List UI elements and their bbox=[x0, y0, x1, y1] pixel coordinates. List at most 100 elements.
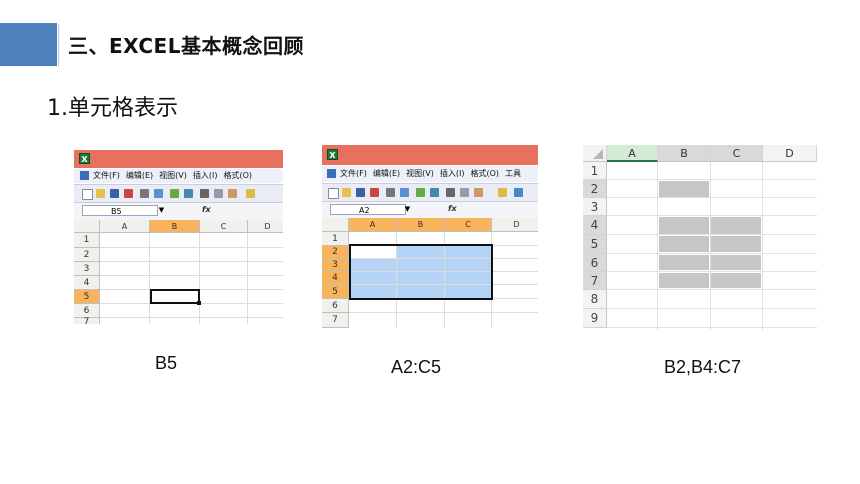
fill-handle[interactable] bbox=[197, 301, 201, 305]
row-header-3[interactable]: 3 bbox=[74, 262, 100, 276]
paste-icon[interactable] bbox=[228, 189, 237, 198]
row-header-5[interactable]: 5 bbox=[322, 285, 349, 299]
save-icon[interactable] bbox=[356, 188, 365, 197]
row-header-6[interactable]: 6 bbox=[583, 254, 607, 272]
format-painter-icon[interactable] bbox=[498, 188, 507, 197]
fx-icon[interactable]: fx bbox=[202, 205, 211, 214]
row-header-5[interactable]: 5 bbox=[583, 235, 607, 254]
column-header-b[interactable]: B bbox=[397, 218, 445, 232]
window-titlebar: X bbox=[322, 145, 538, 165]
column-header-d[interactable]: D bbox=[248, 220, 283, 233]
permission-icon[interactable] bbox=[370, 188, 379, 197]
selected-cell-b7[interactable] bbox=[659, 273, 709, 288]
spelling-icon[interactable] bbox=[416, 188, 425, 197]
menu-item-insert[interactable]: 插入(I) bbox=[192, 171, 218, 180]
print-preview-icon[interactable] bbox=[400, 188, 409, 197]
row-header-9[interactable]: 9 bbox=[583, 309, 607, 328]
row-header-5[interactable]: 5 bbox=[74, 290, 100, 304]
window-titlebar: X bbox=[74, 150, 283, 168]
print-icon[interactable] bbox=[386, 188, 395, 197]
research-icon[interactable] bbox=[184, 189, 193, 198]
active-cell-b5[interactable] bbox=[150, 289, 200, 304]
column-header-b[interactable]: B bbox=[658, 145, 711, 162]
chevron-down-icon[interactable]: ▼ bbox=[158, 206, 165, 214]
grid-line bbox=[396, 232, 397, 328]
menu-item-view[interactable]: 视图(V) bbox=[406, 169, 434, 178]
row-header-7[interactable]: 7 bbox=[583, 272, 607, 290]
selected-cell-c4[interactable] bbox=[711, 217, 761, 234]
excel-app-icon: X bbox=[79, 153, 90, 164]
format-painter-icon[interactable] bbox=[246, 189, 255, 198]
name-box[interactable]: A2 bbox=[330, 204, 406, 215]
caption-a2-c5: A2:C5 bbox=[391, 357, 442, 377]
row-header-3[interactable]: 3 bbox=[322, 259, 349, 272]
menu-item-edit[interactable]: 编辑(E) bbox=[125, 171, 154, 180]
column-header-b[interactable]: B bbox=[150, 220, 200, 233]
print-icon[interactable] bbox=[140, 189, 149, 198]
fx-icon[interactable]: fx bbox=[448, 204, 457, 213]
corner-select-all[interactable] bbox=[74, 220, 100, 233]
column-header-d[interactable]: D bbox=[492, 218, 538, 232]
column-header-d[interactable]: D bbox=[763, 145, 817, 162]
row-header-7[interactable]: 7 bbox=[74, 318, 100, 324]
caption-b2-b4-c7: B2,B4:C7 bbox=[664, 357, 742, 377]
row-header-6[interactable]: 6 bbox=[74, 304, 100, 318]
name-box[interactable]: B5 bbox=[82, 205, 158, 216]
spelling-icon[interactable] bbox=[170, 189, 179, 198]
menu-item-format[interactable]: 格式(O) bbox=[470, 169, 500, 178]
row-header-4[interactable]: 4 bbox=[583, 216, 607, 235]
column-header-a[interactable]: A bbox=[607, 145, 658, 162]
copy-icon[interactable] bbox=[460, 188, 469, 197]
copy-icon[interactable] bbox=[214, 189, 223, 198]
new-file-icon[interactable] bbox=[328, 188, 339, 199]
row-header-4[interactable]: 4 bbox=[74, 276, 100, 290]
open-folder-icon[interactable] bbox=[96, 189, 105, 198]
row-header-2[interactable]: 2 bbox=[322, 246, 349, 259]
row-header-3[interactable]: 3 bbox=[583, 198, 607, 216]
column-header-a[interactable]: A bbox=[349, 218, 397, 232]
row-header-4[interactable]: 4 bbox=[322, 272, 349, 285]
chevron-down-icon[interactable]: ▼ bbox=[404, 205, 411, 213]
row-header-1[interactable]: 1 bbox=[74, 233, 100, 248]
menu-item-view[interactable]: 视图(V) bbox=[159, 171, 187, 180]
grid-line bbox=[349, 271, 538, 272]
column-header-c[interactable]: C bbox=[711, 145, 763, 162]
row-header-7[interactable]: 7 bbox=[322, 313, 349, 328]
column-header-c[interactable]: C bbox=[200, 220, 248, 233]
selected-cell-b4[interactable] bbox=[659, 217, 709, 234]
row-header-8[interactable]: 8 bbox=[583, 290, 607, 309]
selected-cell-b2[interactable] bbox=[659, 181, 709, 197]
menu-item-file[interactable]: 文件(F) bbox=[93, 171, 120, 180]
menu-item-insert[interactable]: 插入(I) bbox=[439, 169, 465, 178]
selected-cell-b6[interactable] bbox=[659, 255, 709, 270]
row-header-2[interactable]: 2 bbox=[583, 180, 607, 198]
corner-select-all[interactable] bbox=[322, 218, 349, 232]
new-file-icon[interactable] bbox=[82, 189, 93, 200]
grid-line bbox=[607, 327, 817, 328]
selected-cell-b5[interactable] bbox=[659, 236, 709, 252]
save-icon[interactable] bbox=[110, 189, 119, 198]
column-header-a[interactable]: A bbox=[100, 220, 150, 233]
menu-item-tools[interactable]: 工具 bbox=[505, 169, 522, 178]
row-header-6[interactable]: 6 bbox=[322, 299, 349, 313]
row-header-1[interactable]: 1 bbox=[583, 162, 607, 180]
undo-icon[interactable] bbox=[514, 188, 523, 197]
permission-icon[interactable] bbox=[124, 189, 133, 198]
menu-item-format[interactable]: 格式(O) bbox=[223, 171, 253, 180]
selected-cell-c6[interactable] bbox=[711, 255, 761, 270]
open-folder-icon[interactable] bbox=[342, 188, 351, 197]
cut-icon[interactable] bbox=[200, 189, 209, 198]
menu-item-edit[interactable]: 编辑(E) bbox=[372, 169, 401, 178]
row-header-2[interactable]: 2 bbox=[74, 248, 100, 262]
corner-select-all[interactable] bbox=[583, 145, 607, 162]
selected-cell-c5[interactable] bbox=[711, 236, 761, 252]
paste-icon[interactable] bbox=[474, 188, 483, 197]
active-cell-a2[interactable] bbox=[350, 246, 397, 258]
print-preview-icon[interactable] bbox=[154, 189, 163, 198]
column-header-c[interactable]: C bbox=[445, 218, 492, 232]
row-header-1[interactable]: 1 bbox=[322, 232, 349, 246]
menu-item-file[interactable]: 文件(F) bbox=[340, 169, 367, 178]
research-icon[interactable] bbox=[430, 188, 439, 197]
cut-icon[interactable] bbox=[446, 188, 455, 197]
selected-cell-c7[interactable] bbox=[711, 273, 761, 288]
